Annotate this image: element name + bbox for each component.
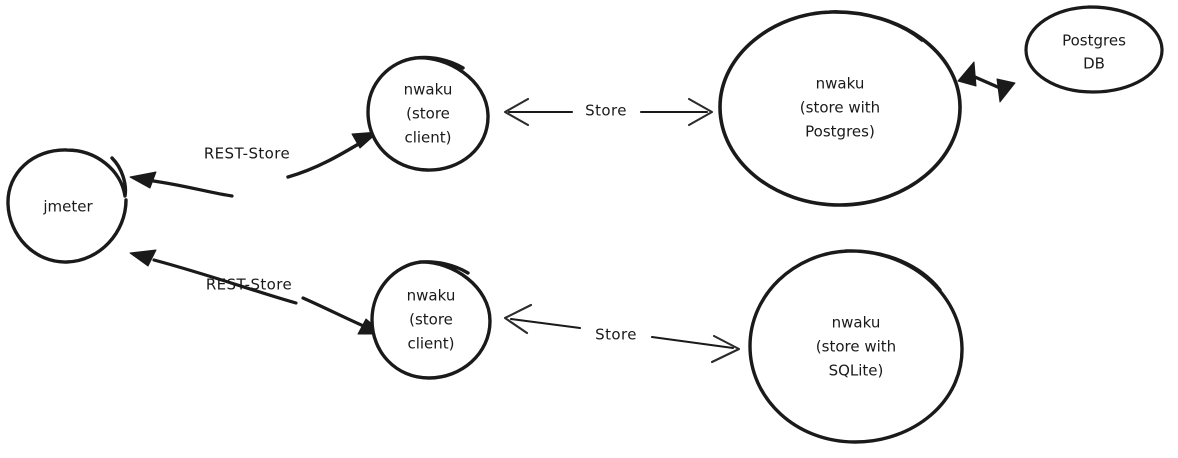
node-store-client-top[interactable]: nwaku (store client) [366, 55, 490, 172]
node-store-client-top-label-line3: client) [404, 129, 451, 147]
edge-rest-store-bottom-arrowhead-left [129, 249, 157, 267]
node-nwaku-postgres-outline [718, 10, 962, 207]
node-postgres-db-outline [1024, 5, 1164, 94]
node-jmeter-outline [6, 148, 128, 264]
edge-store-top-arrowhead-right [687, 97, 714, 127]
edge-postgres-link-arrowhead-right [957, 61, 977, 87]
edge-rest-store-bottom[interactable]: REST-Store [129, 249, 385, 335]
node-jmeter-label: jmeter [42, 198, 93, 216]
edge-store-bottom-line-right [650, 335, 735, 350]
node-nwaku-postgres-label-line1: nwaku [816, 75, 865, 93]
node-store-client-bottom-label-line2: (store [409, 311, 453, 329]
edge-postgres-link[interactable] [957, 61, 1016, 103]
node-nwaku-sqlite-label-line3: SQLite) [829, 362, 884, 380]
edge-rest-store-top-line-left [144, 178, 234, 198]
edge-rest-store-top-arrowhead-left [129, 171, 157, 189]
node-store-client-top-label-line2: (store [406, 105, 450, 123]
node-nwaku-postgres[interactable]: nwaku (store with Postgres) [718, 10, 962, 207]
edge-rest-store-bottom-line-right [301, 296, 370, 330]
edge-store-bottom[interactable]: Store [503, 303, 741, 364]
node-store-client-bottom-outline [370, 260, 492, 380]
edge-rest-store-bottom-line-left [152, 258, 298, 305]
node-store-client-top-label-line1: nwaku [404, 81, 453, 99]
edge-label-rest-store-bottom: REST-Store [206, 276, 292, 294]
edge-label-rest-store-top: REST-Store [204, 145, 290, 163]
edge-store-bottom-arrowhead-right [710, 334, 741, 364]
edge-store-top-arrowhead-left [503, 97, 530, 127]
node-nwaku-sqlite-outline [748, 249, 964, 444]
node-nwaku-sqlite[interactable]: nwaku (store with SQLite) [748, 249, 964, 444]
node-store-client-bottom-label-line1: nwaku [407, 287, 456, 305]
node-store-client-bottom[interactable]: nwaku (store client) [370, 260, 492, 380]
node-postgres-db-label-line2: DB [1083, 55, 1105, 73]
edge-postgres-link-arrowhead-left [996, 78, 1016, 103]
node-nwaku-postgres-label-line3: Postgres) [805, 123, 875, 141]
edge-store-top[interactable]: Store [503, 97, 714, 127]
node-postgres-db[interactable]: Postgres DB [1024, 5, 1164, 94]
node-nwaku-postgres-label-line2: (store with [800, 99, 880, 117]
node-store-client-bottom-label-line3: client) [407, 335, 454, 353]
edge-store-bottom-arrowhead-left [503, 303, 533, 335]
edge-label-store-bottom: Store [595, 326, 637, 344]
node-postgres-db-label-line1: Postgres [1062, 32, 1126, 50]
edge-label-store-top: Store [585, 102, 627, 120]
node-nwaku-sqlite-label-line1: nwaku [832, 314, 881, 332]
node-nwaku-sqlite-label-line2: (store with [816, 338, 896, 356]
edge-rest-store-top[interactable]: REST-Store [129, 131, 379, 198]
edge-store-bottom-line-left [509, 317, 582, 330]
node-store-client-top-outline [366, 55, 490, 172]
node-jmeter[interactable]: jmeter [6, 148, 128, 264]
